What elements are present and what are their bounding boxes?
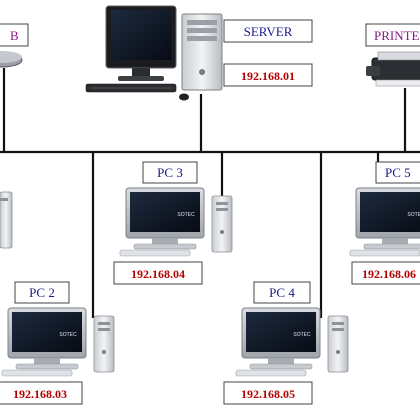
pc-icon: [349, 187, 420, 257]
printer-name-box: [365, 23, 420, 47]
pc3-ip: 192.168.04: [131, 267, 185, 281]
pc5-ip-box: [351, 261, 420, 285]
server-node: SERVER 192.168.01: [85, 5, 313, 101]
pc5-node: PC 5 192.168.06: [349, 161, 420, 285]
pc2-ip-box: [0, 381, 83, 405]
left-top-name-box: [0, 23, 29, 47]
pc3-node: PC 3 192.168.04: [113, 161, 233, 285]
pc5-ip: 192.168.06: [362, 267, 416, 281]
pc5-name-box: [375, 161, 420, 184]
pc4-name-box: [253, 281, 311, 304]
pc4-ip: 192.168.05: [241, 387, 295, 401]
pc4-node: PC 4 192.168.05: [223, 281, 349, 405]
printer-name: PRINTE: [374, 28, 420, 43]
server-ip-box: [223, 63, 313, 87]
left-top-device: B: [0, 23, 29, 68]
pc2-name: PC 2: [29, 285, 55, 300]
left-top-name: B: [10, 28, 19, 43]
pc3-ip-box: [113, 261, 203, 285]
pc2-ip: 192.168.03: [13, 387, 67, 401]
pc4-name: PC 4: [269, 285, 295, 300]
pc-icon: [119, 187, 233, 257]
pc-icon: [1, 307, 115, 377]
printer-icon: [366, 51, 420, 87]
printer-node: PRINTE: [365, 23, 420, 87]
pc-icon: [0, 191, 13, 249]
pc3-name-box: [142, 161, 198, 184]
pc-icon: [235, 307, 349, 377]
pc2-name-box: [14, 281, 70, 304]
pc1-node: [0, 191, 13, 249]
pc5-name: PC 5: [385, 165, 411, 180]
network-wiring: [0, 68, 420, 318]
pc2-node: PC 2 192.168.03: [0, 281, 115, 405]
pc3-name: PC 3: [157, 165, 183, 180]
pc4-ip-box: [223, 381, 313, 405]
server-ip: 192.168.01: [241, 69, 295, 83]
server-name: SERVER: [244, 24, 293, 39]
server-workstation-icon: [85, 5, 223, 101]
network-device-icon: [0, 51, 23, 68]
server-name-box: [223, 19, 313, 43]
